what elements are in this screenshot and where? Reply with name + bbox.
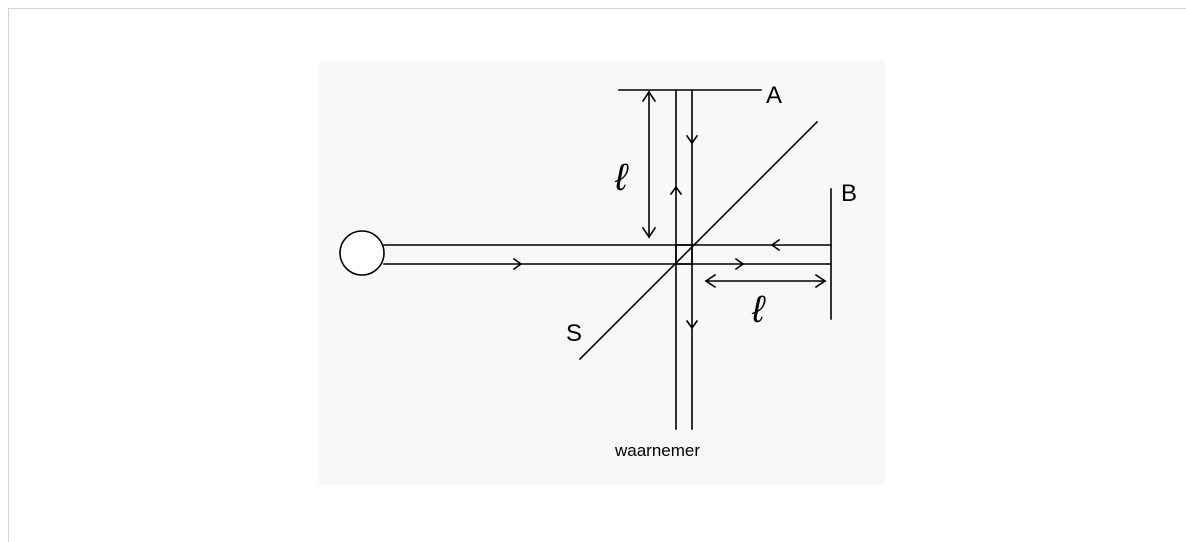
arrow-right-to-mirror-b [734,257,745,271]
arrow-left-from-mirror-b [770,238,781,252]
mirror-a-label: A [766,82,782,109]
beam-splitter-label: S [566,320,582,347]
figure-background [319,61,885,485]
beam-splitter [578,120,819,361]
observer-label: waarnemer [614,441,700,460]
figure-frame: A B S ℓ ℓ waarnemer [8,8,1186,542]
vertical-length-label: ℓ [614,157,629,199]
arrow-up-to-mirror-a [669,185,683,196]
dimension-horizontal-length [704,273,827,289]
horizontal-length-label: ℓ [751,289,766,331]
arrow-down-from-mirror-a [685,134,699,145]
michelson-interferometer-diagram: A B S ℓ ℓ waarnemer [319,61,885,485]
dimension-vertical-length [641,90,657,239]
arrow-down-to-observer [685,319,699,330]
arrow-right-source-beam [512,257,523,271]
mirror-b-label: B [841,180,857,207]
light-source [339,230,385,276]
splitter-crossing [675,244,693,265]
